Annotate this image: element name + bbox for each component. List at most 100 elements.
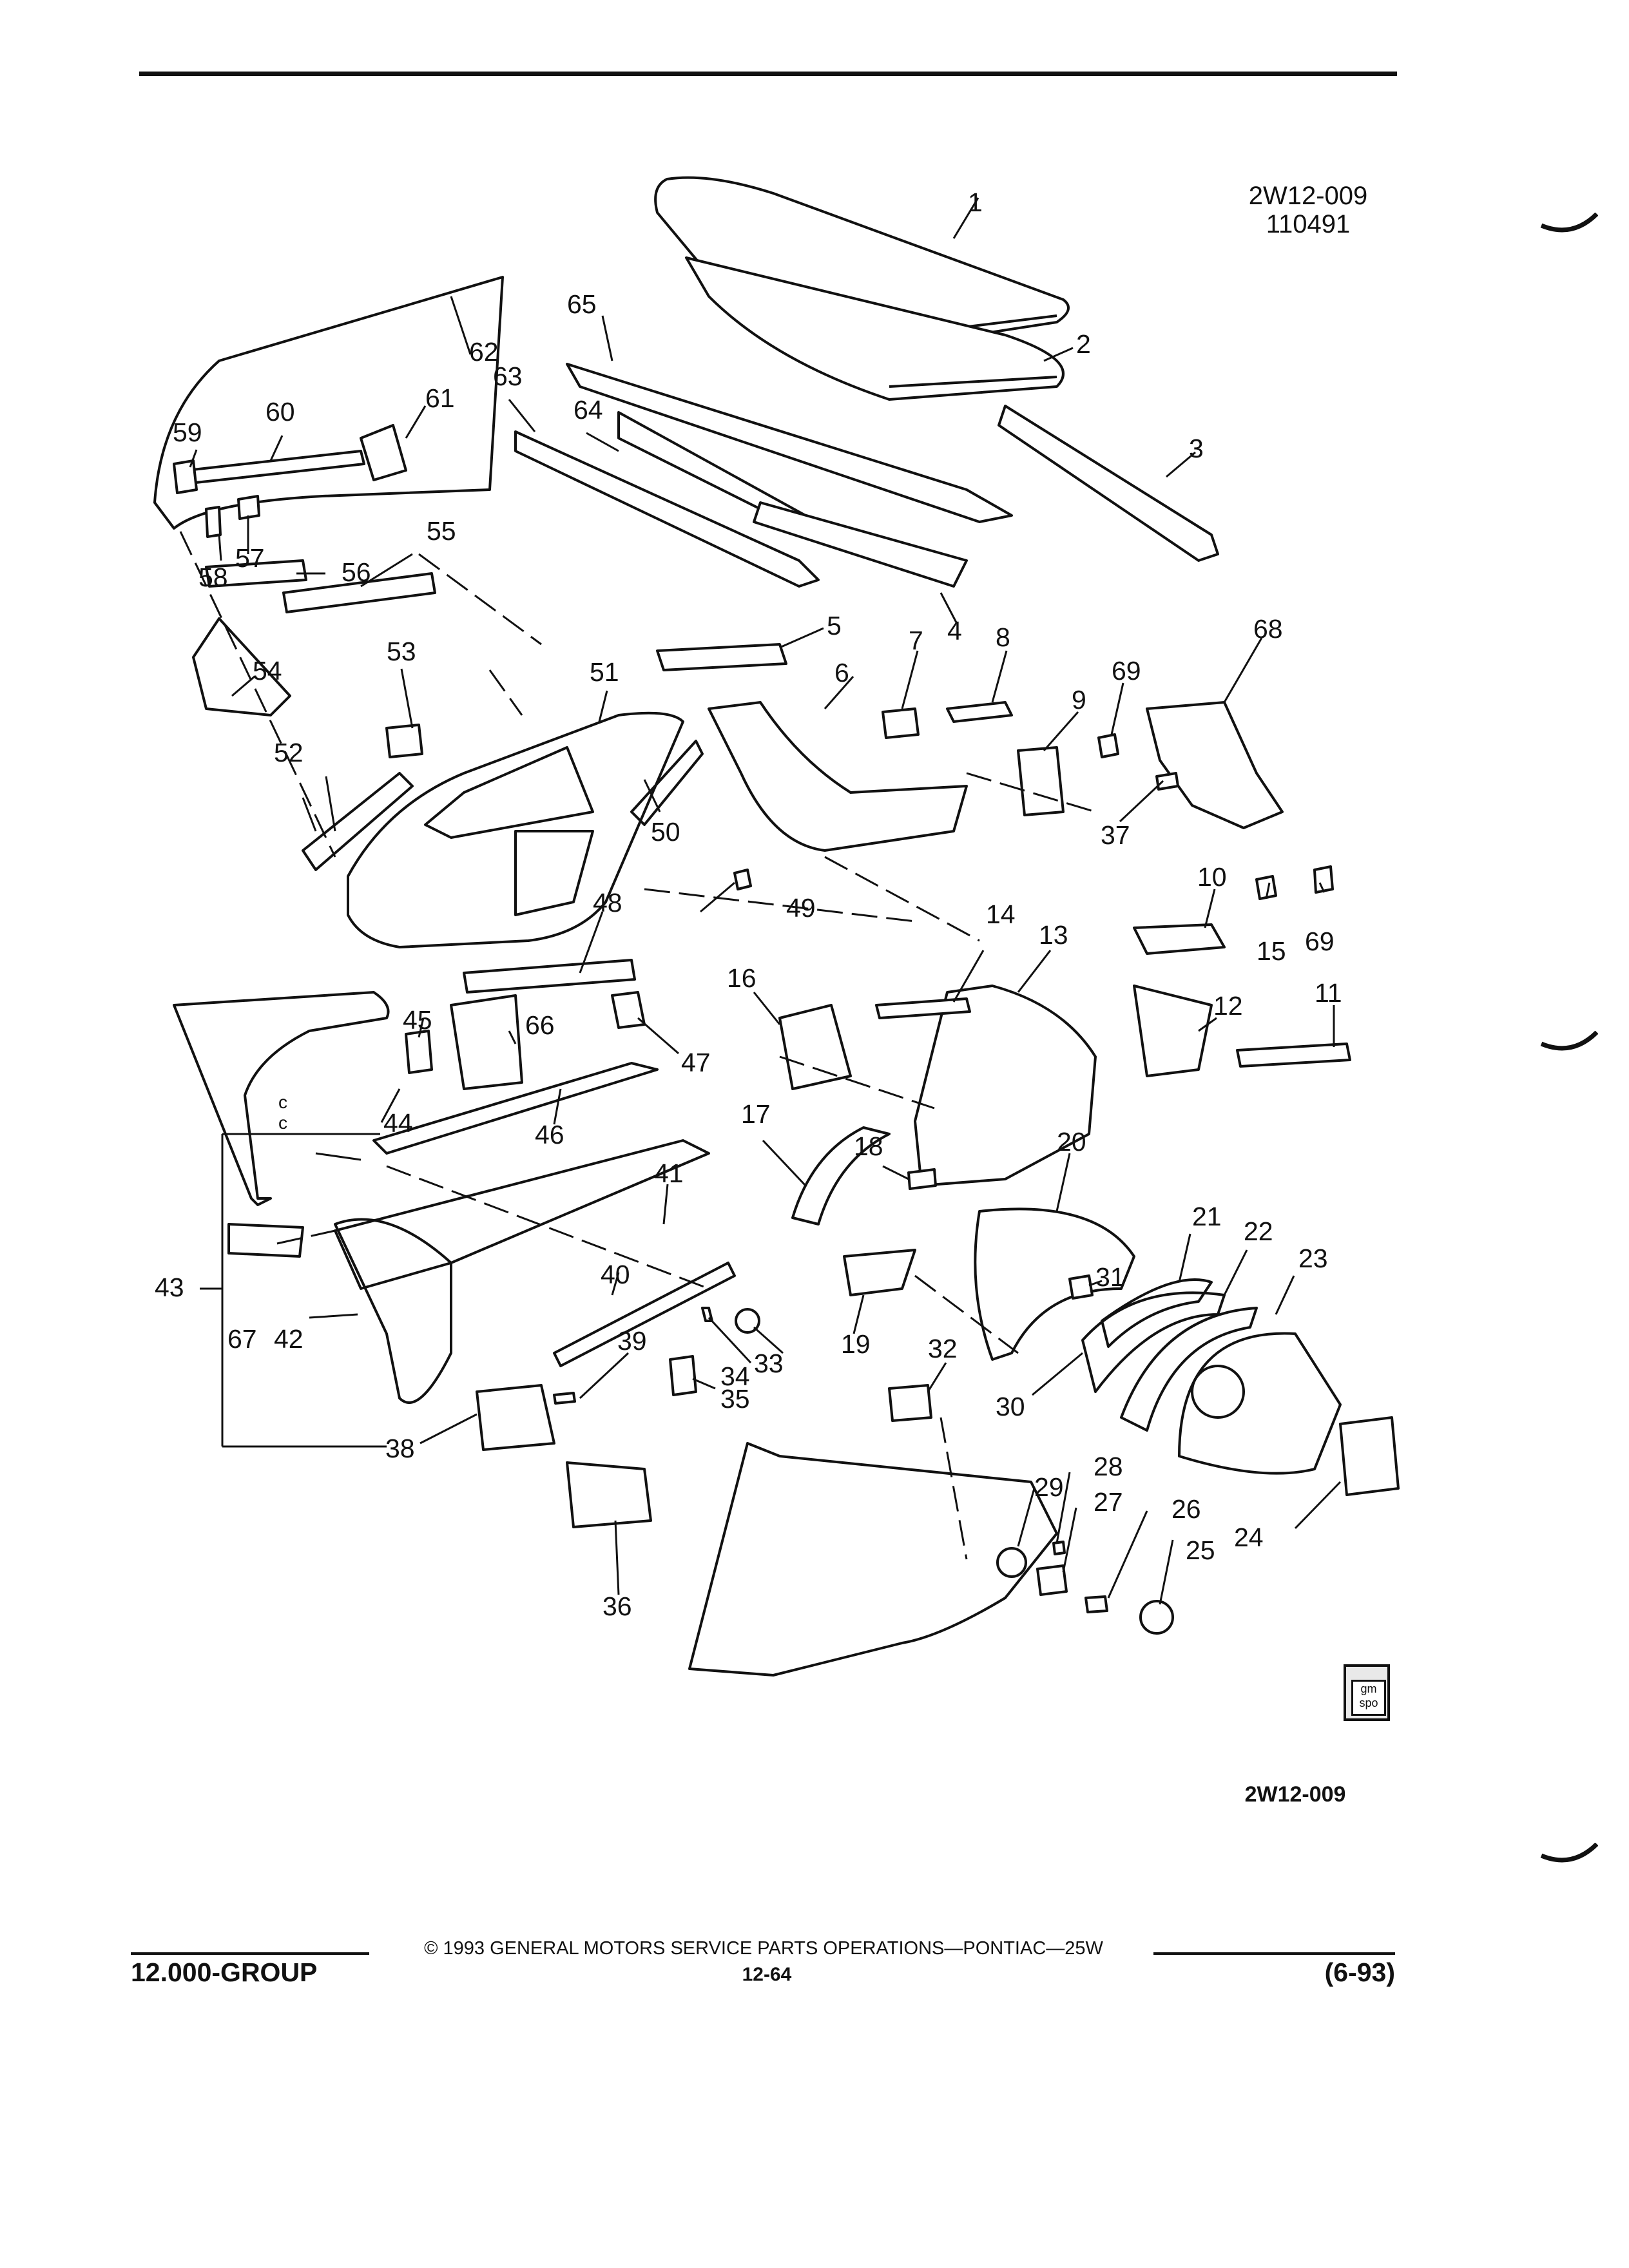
part-51-body-side-frame bbox=[347, 711, 684, 948]
figure-code: 2W12-009 bbox=[1244, 1782, 1346, 1807]
figure-ref-date: 110491 bbox=[1266, 210, 1351, 238]
callout-3: 3 bbox=[1189, 434, 1204, 463]
callout-11: 11 bbox=[1315, 978, 1342, 1008]
binder-mark-middle bbox=[1540, 1031, 1598, 1051]
footer-rule-left bbox=[131, 1952, 369, 1955]
callout-25: 25 bbox=[1186, 1535, 1215, 1565]
part-30-wheelhouse-outer bbox=[1081, 1291, 1226, 1393]
part-28-clip bbox=[1052, 1541, 1066, 1555]
callout-5: 5 bbox=[827, 611, 842, 640]
callout-66: 66 bbox=[525, 1010, 555, 1040]
part-62-door-frame bbox=[153, 276, 504, 530]
callout-41: 41 bbox=[654, 1158, 684, 1188]
part-14-bracket bbox=[875, 997, 971, 1019]
callout-60: 60 bbox=[265, 397, 295, 427]
callout-18: 18 bbox=[854, 1131, 883, 1161]
part-41-apron bbox=[334, 1139, 710, 1290]
part-20-wheelhouse bbox=[974, 1207, 1135, 1361]
part-60-rail bbox=[186, 450, 365, 485]
callout-15: 15 bbox=[1257, 936, 1286, 966]
part-52-pillar bbox=[302, 772, 414, 871]
callout-8: 8 bbox=[996, 622, 1010, 652]
part-42-fender bbox=[334, 1218, 452, 1404]
part-68-wheelhouse-extension bbox=[1146, 701, 1284, 829]
part-9-plate bbox=[1017, 746, 1065, 816]
part-49-clip bbox=[733, 869, 752, 890]
part-57-clip bbox=[237, 495, 260, 520]
callout-20: 20 bbox=[1057, 1127, 1086, 1157]
part-15-nut bbox=[1255, 875, 1277, 900]
callout-10: 10 bbox=[1197, 862, 1227, 892]
callout-17: 17 bbox=[741, 1099, 771, 1129]
part-26-spring bbox=[1084, 1595, 1108, 1613]
callout-34: 34 bbox=[720, 1361, 750, 1391]
leader-lines bbox=[189, 197, 1342, 1605]
footer-page-number: 12-64 bbox=[742, 1964, 792, 1985]
callout-58: 58 bbox=[198, 562, 228, 592]
callout-23: 23 bbox=[1298, 1244, 1328, 1273]
logo-text: gm spo bbox=[1351, 1680, 1386, 1716]
part-63-roof-bow bbox=[514, 430, 820, 588]
callout-65: 65 bbox=[567, 289, 597, 319]
part-16-pillar-inner bbox=[778, 1004, 852, 1090]
callout-29: 29 bbox=[1034, 1472, 1064, 1502]
callout-labels: 1 2 3 4 5 6 7 8 9 10 11 12 13 14 15 16 1… bbox=[155, 187, 1342, 1621]
part-36-shield bbox=[566, 1461, 652, 1528]
callout-69b: 69 bbox=[1305, 927, 1335, 956]
part-13-quarter-inner bbox=[914, 985, 1097, 1187]
callout-24: 24 bbox=[1234, 1523, 1264, 1552]
part-23-wheelhouse-inner bbox=[1178, 1332, 1342, 1475]
part-48-rocker bbox=[463, 959, 636, 994]
part-38-bracket bbox=[476, 1384, 555, 1451]
callout-31: 31 bbox=[1095, 1262, 1125, 1292]
part-69-bolt bbox=[1313, 865, 1334, 894]
part-55-rail bbox=[282, 572, 436, 613]
part-29-bezel bbox=[996, 1547, 1027, 1578]
part-50-pillar bbox=[630, 740, 704, 826]
mark-c2: c bbox=[278, 1113, 287, 1133]
callout-67: 67 bbox=[227, 1324, 257, 1354]
callout-39: 39 bbox=[617, 1326, 647, 1356]
callout-52: 52 bbox=[274, 738, 304, 767]
part-23-opening bbox=[1191, 1365, 1245, 1419]
part-39-clip bbox=[553, 1392, 576, 1405]
callout-46: 46 bbox=[535, 1120, 564, 1149]
part-65-roof-panel bbox=[566, 363, 1013, 523]
callout-45: 45 bbox=[403, 1005, 432, 1035]
alignment-lines bbox=[179, 531, 1096, 1560]
callout-56: 56 bbox=[342, 557, 371, 587]
mark-c1: c bbox=[278, 1092, 287, 1112]
part-31-clip bbox=[1068, 1274, 1094, 1300]
callout-40: 40 bbox=[601, 1260, 630, 1289]
footer-rule-right bbox=[1153, 1952, 1395, 1955]
callout-64: 64 bbox=[574, 395, 603, 425]
callout-42: 42 bbox=[274, 1324, 304, 1354]
part-18-bracket bbox=[907, 1168, 937, 1190]
callout-57: 57 bbox=[235, 543, 265, 573]
callout-61: 61 bbox=[425, 383, 455, 413]
callout-4: 4 bbox=[947, 616, 962, 646]
callout-37: 37 bbox=[1101, 820, 1130, 850]
callout-50: 50 bbox=[651, 817, 680, 847]
callout-55: 55 bbox=[427, 516, 456, 546]
part-47-bracket bbox=[611, 991, 646, 1029]
callout-44: 44 bbox=[383, 1108, 413, 1138]
part-56-bracket bbox=[205, 559, 307, 588]
callout-26: 26 bbox=[1171, 1494, 1201, 1524]
callout-53: 53 bbox=[387, 637, 416, 666]
callout-33: 33 bbox=[754, 1349, 784, 1378]
callout-9: 9 bbox=[1072, 685, 1086, 715]
part-17-wheelhouse-arch bbox=[791, 1126, 891, 1225]
callout-21: 21 bbox=[1192, 1202, 1222, 1231]
part-7-bracket bbox=[882, 707, 920, 739]
callout-36: 36 bbox=[602, 1591, 632, 1621]
callout-12: 12 bbox=[1213, 991, 1243, 1021]
gm-spo-logo: gm spo bbox=[1344, 1664, 1390, 1721]
part-59-bracket bbox=[173, 459, 198, 494]
binder-mark-top bbox=[1540, 213, 1598, 233]
callout-38: 38 bbox=[385, 1434, 415, 1463]
footer-copyright: © 1993 GENERAL MOTORS SERVICE PARTS OPER… bbox=[424, 1938, 1103, 1959]
callout-16: 16 bbox=[727, 963, 757, 993]
callout-27: 27 bbox=[1094, 1487, 1123, 1517]
callout-6: 6 bbox=[834, 658, 849, 687]
